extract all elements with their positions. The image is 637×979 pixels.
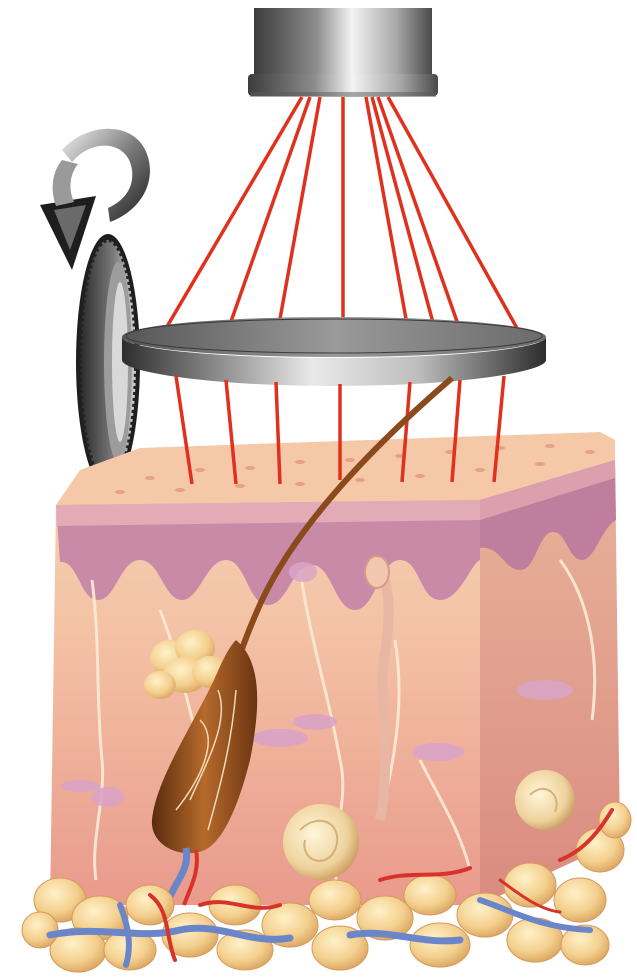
laser-beam: [372, 97, 435, 330]
laser-beam: [165, 97, 302, 330]
laser-beams-upper: [165, 97, 518, 330]
laser-beam: [378, 97, 460, 330]
rotating-disk: [122, 317, 546, 386]
laser-beam: [388, 97, 518, 330]
laser-emitter: [248, 8, 438, 97]
